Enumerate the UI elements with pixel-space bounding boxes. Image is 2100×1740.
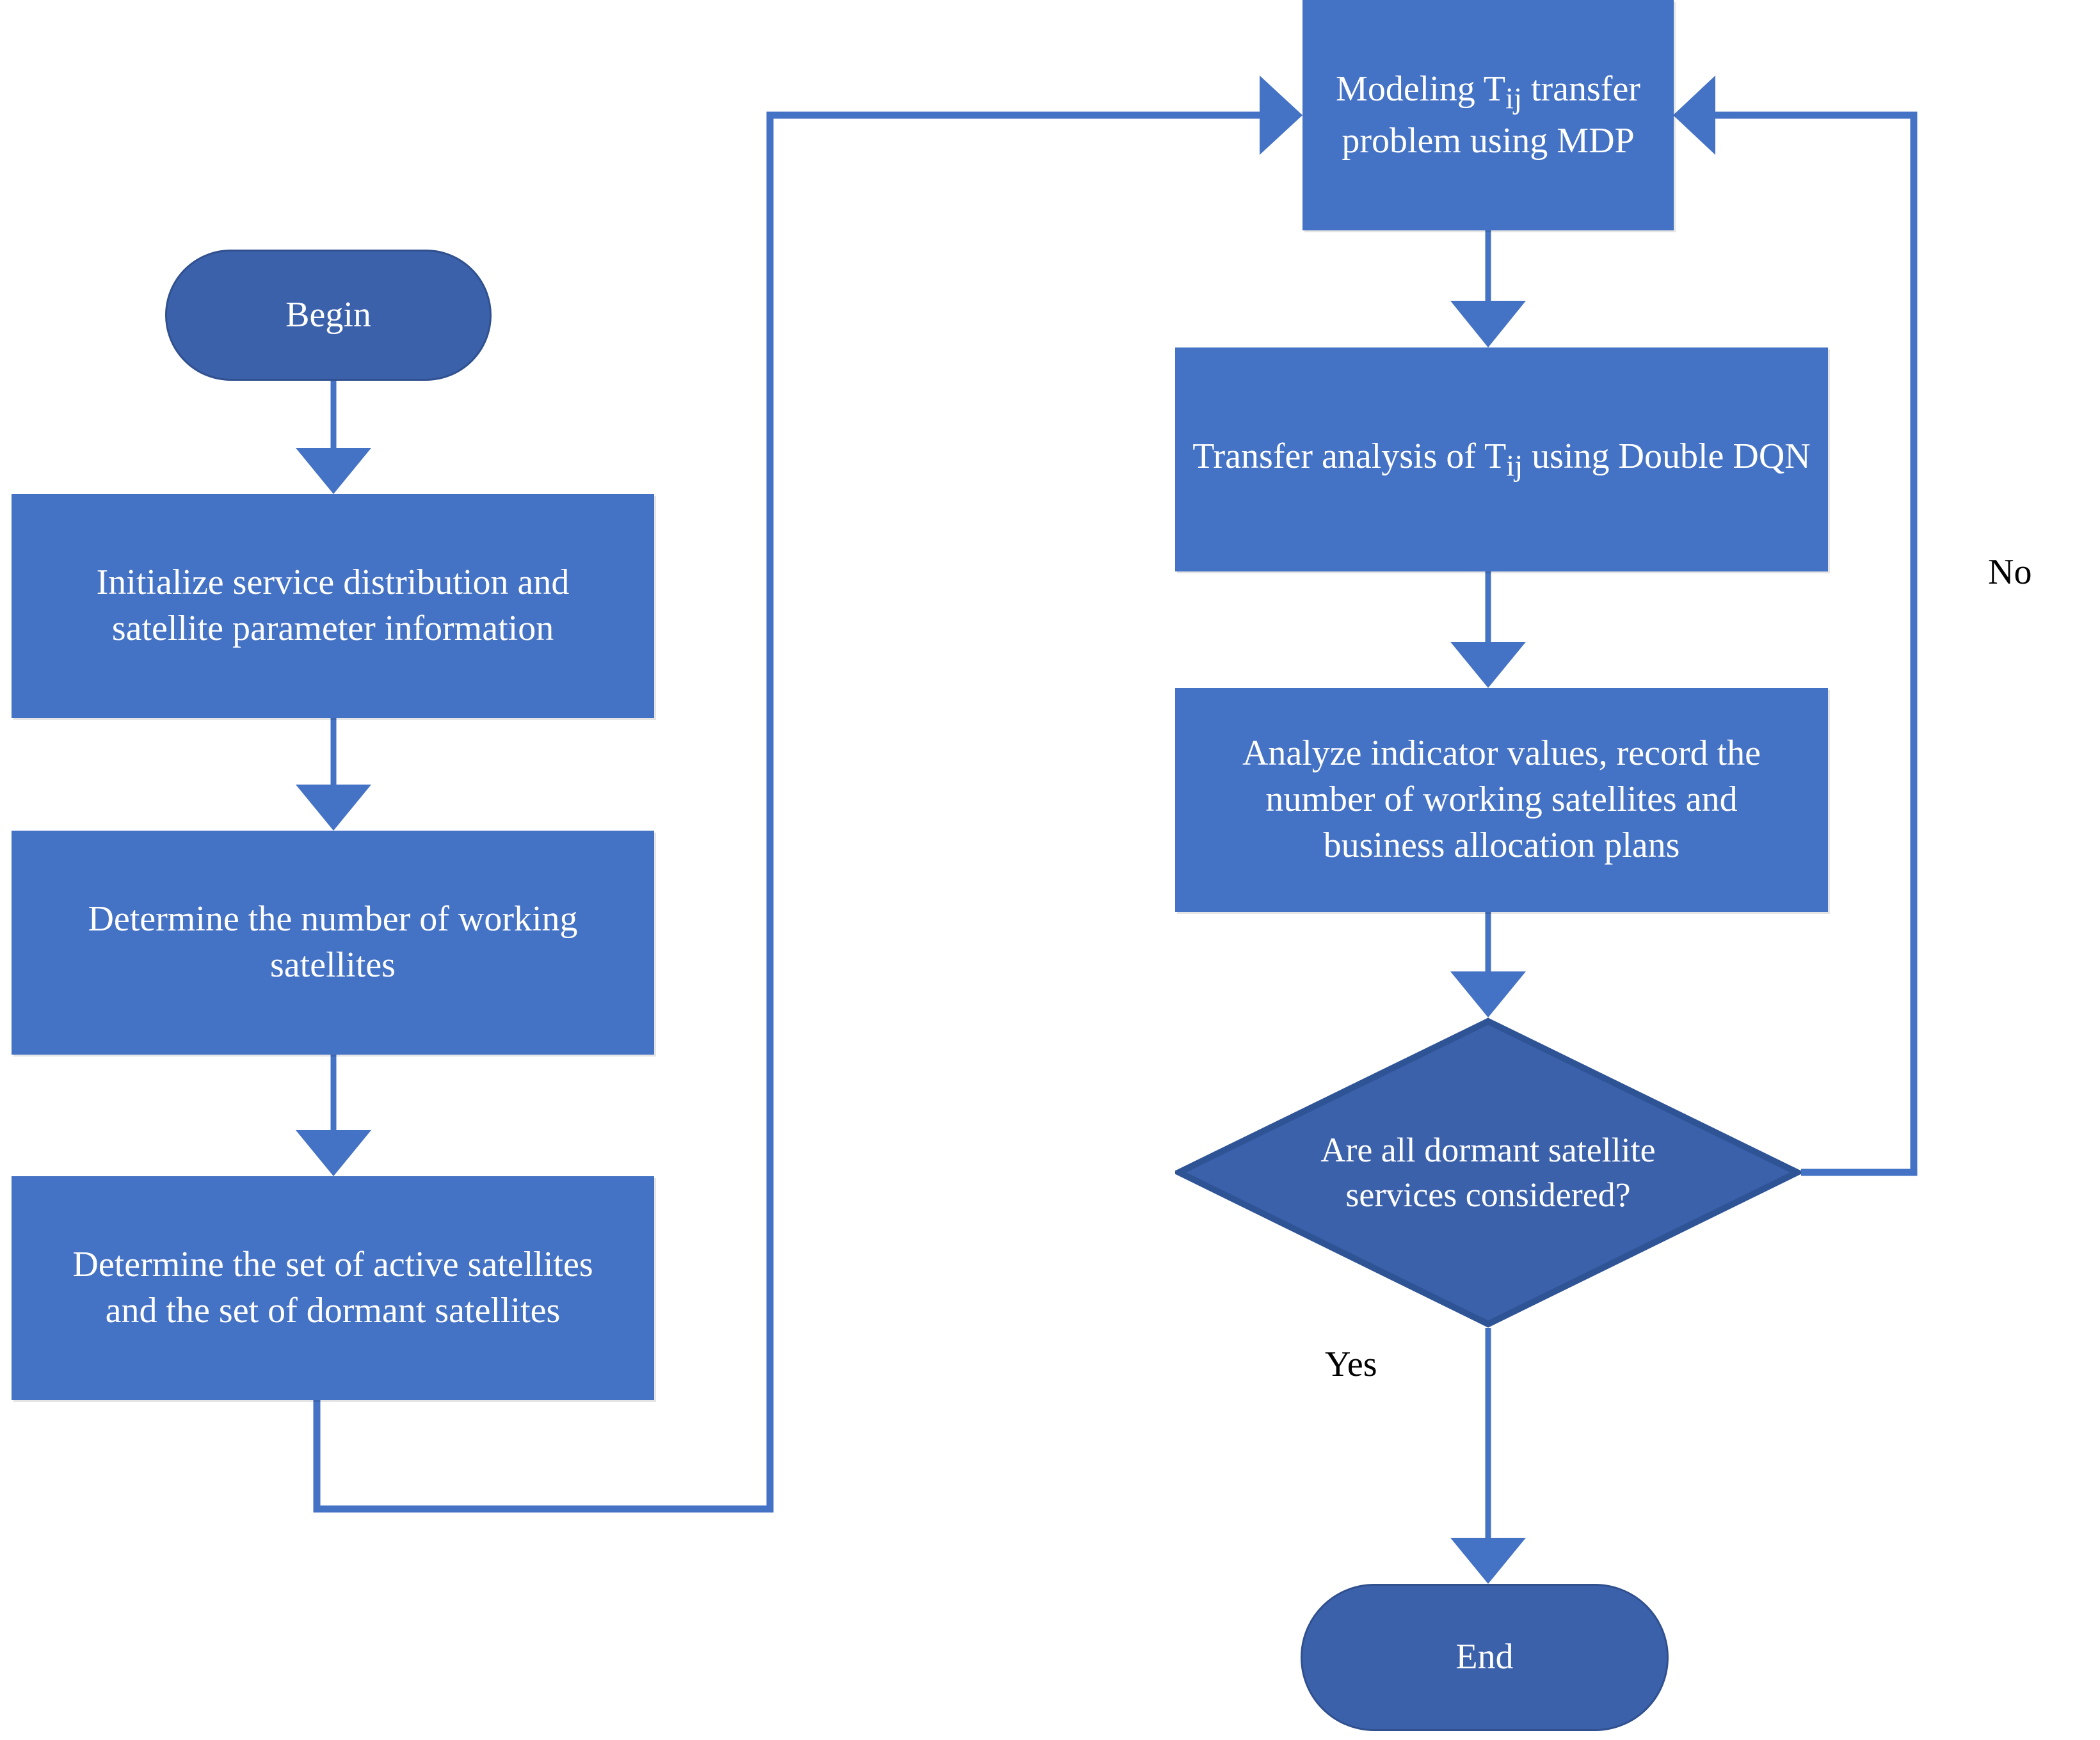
node-analyze-indicators[interactable]: Analyze indicator values, record the num… — [1175, 688, 1828, 912]
edge-determine-working-to-determine-sets — [296, 1055, 371, 1176]
edge-label-yes: Yes — [1325, 1345, 1377, 1384]
node-determine-satellite-sets[interactable]: Determine the set of active satellites a… — [12, 1176, 654, 1400]
edge-label-no: No — [1988, 552, 2032, 592]
diamond-shape — [1175, 1018, 1801, 1328]
node-begin[interactable]: Begin — [165, 250, 492, 381]
edge-begin-to-initialize — [296, 381, 371, 494]
transfer-analysis-subscript-ij: ij — [1506, 449, 1523, 483]
edge-initialize-to-determine-working — [296, 718, 371, 831]
node-initialize[interactable]: Initialize service distribution and sate… — [12, 494, 654, 718]
node-determine-satellite-sets-label: Determine the set of active satellites a… — [72, 1245, 593, 1330]
node-end-label: End — [1455, 1637, 1514, 1677]
node-transfer-analysis-label: Transfer analysis of Tij using Double DQ… — [1175, 434, 1828, 486]
edge-decision-no-to-modeling — [1673, 76, 1918, 1176]
modeling-mdp-text-part-2: transfer problem using MDP — [1342, 68, 1640, 161]
modeling-mdp-subscript-ij: ij — [1505, 81, 1522, 115]
node-transfer-analysis[interactable]: Transfer analysis of Tij using Double DQ… — [1175, 347, 1828, 571]
node-decision-dormant-services[interactable]: Are all dormant satellite services consi… — [1175, 1018, 1801, 1328]
node-initialize-label: Initialize service distribution and sate… — [96, 563, 570, 648]
node-determine-working-satellites[interactable]: Determine the number of working satellit… — [12, 831, 654, 1055]
transfer-analysis-text-part-2: using Double DQN — [1523, 436, 1811, 476]
edge-decision-yes-to-end — [1450, 1328, 1526, 1584]
edge-transfer-to-analyze — [1450, 571, 1526, 688]
edge-modeling-to-transfer — [1450, 230, 1526, 347]
transfer-analysis-text-part-1: Transfer analysis of T — [1192, 436, 1507, 476]
node-modeling-mdp[interactable]: Modeling Tij transfer problem using MDP — [1302, 0, 1674, 230]
edge-analyze-to-decision — [1450, 912, 1526, 1018]
node-analyze-indicators-label: Analyze indicator values, record the num… — [1242, 733, 1761, 865]
node-decision-dormant-services-label: Are all dormant satellite services consi… — [1320, 1131, 1656, 1214]
node-begin-label: Begin — [285, 294, 371, 335]
node-determine-working-satellites-label: Determine the number of working satellit… — [88, 899, 578, 985]
node-end[interactable]: End — [1301, 1584, 1669, 1731]
node-modeling-mdp-label: Modeling Tij transfer problem using MDP — [1302, 67, 1674, 164]
modeling-mdp-text-part-1: Modeling T — [1336, 68, 1505, 109]
